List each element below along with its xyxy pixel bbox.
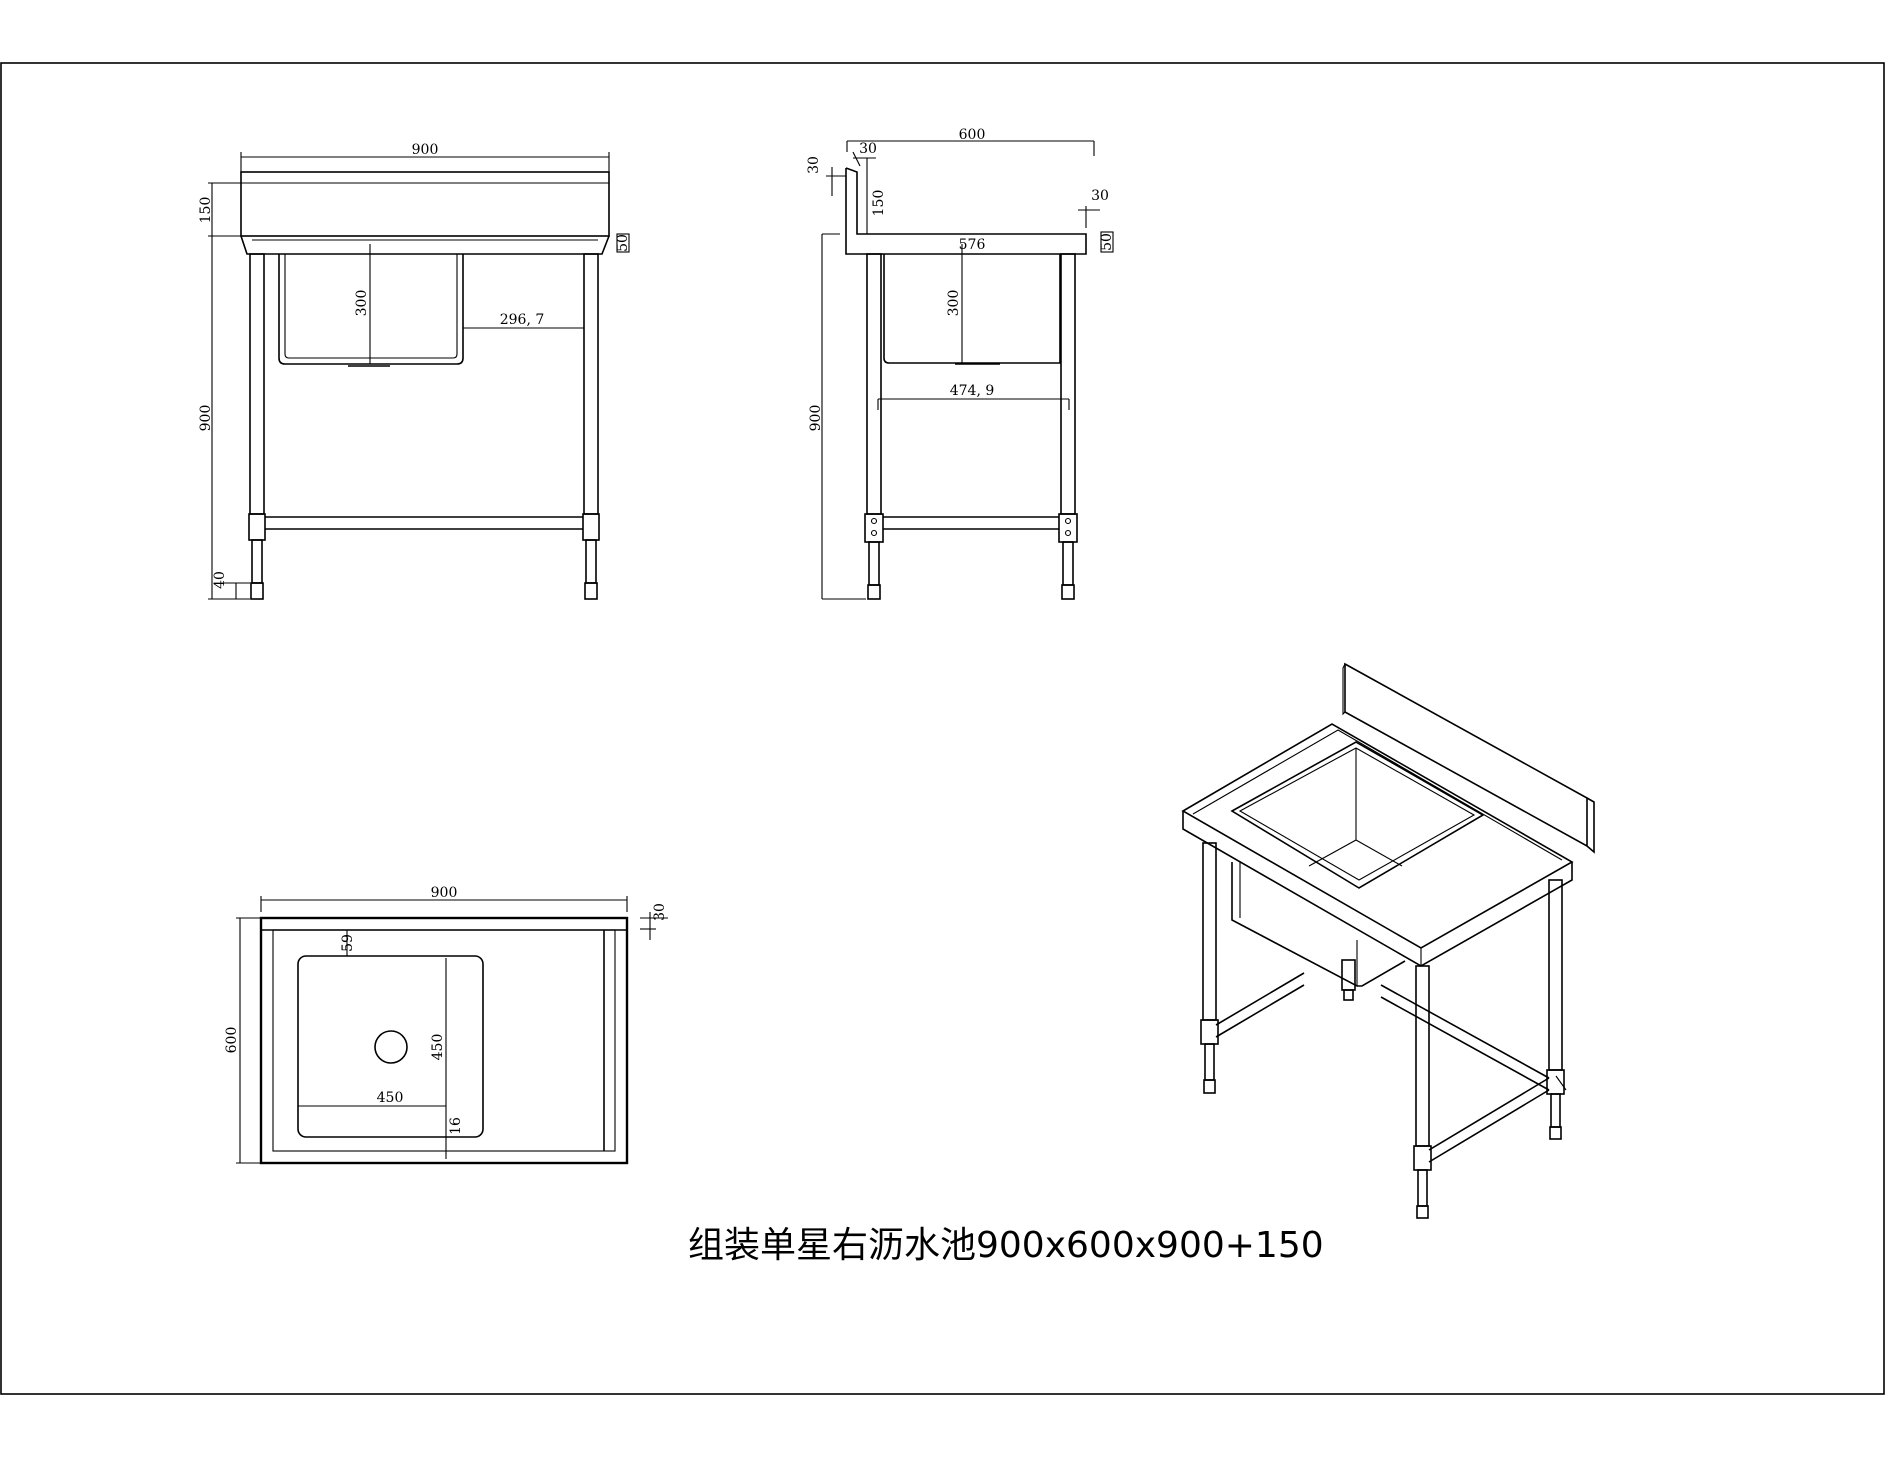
isometric-view bbox=[1181, 662, 1595, 1219]
dim-front-width: 900 bbox=[412, 142, 439, 158]
dim-side-sink-depth: 300 bbox=[946, 290, 962, 317]
dim-front-sink-depth: 300 bbox=[354, 290, 370, 317]
dim-front-foot: 40 bbox=[212, 571, 228, 589]
drawing-title: 组装单星右沥水池900x600x900+150 bbox=[688, 1225, 1324, 1266]
dim-top-bowl-w: 450 bbox=[377, 1090, 404, 1106]
dim-side-edge: 50 bbox=[1099, 233, 1115, 251]
dim-side-rail: 474, 9 bbox=[950, 383, 995, 399]
dim-front-backsplash: 150 bbox=[198, 197, 214, 224]
dim-top-bottom-gap: 16 bbox=[448, 1117, 464, 1135]
dim-top-width: 900 bbox=[431, 885, 458, 901]
dim-side-backsplash: 150 bbox=[871, 190, 887, 217]
dim-top-bowl-h: 450 bbox=[430, 1034, 446, 1061]
top-view: 900 30 59 450 450 16 600 bbox=[224, 885, 668, 1165]
dim-side-height: 900 bbox=[808, 405, 824, 432]
dim-side-top-lip: 30 bbox=[859, 141, 877, 157]
side-view: 600 30 30 150 30 50 576 300 bbox=[806, 127, 1115, 600]
dim-front-edge: 50 bbox=[615, 234, 631, 252]
front-view: 900 50 300 296, 7 150 bbox=[198, 142, 631, 600]
dim-side-depth: 600 bbox=[959, 127, 986, 143]
dim-front-height: 900 bbox=[198, 405, 214, 432]
dim-side-top-gap: 30 bbox=[806, 156, 822, 174]
sheet-border bbox=[0, 62, 1885, 1395]
dim-side-front-lip: 30 bbox=[1091, 188, 1109, 204]
dim-top-depth: 600 bbox=[224, 1027, 240, 1054]
dim-front-offset: 296, 7 bbox=[500, 312, 545, 328]
dim-top-lip: 30 bbox=[652, 903, 668, 921]
dim-side-inner: 576 bbox=[959, 237, 986, 253]
dim-top-gap: 59 bbox=[340, 934, 356, 952]
